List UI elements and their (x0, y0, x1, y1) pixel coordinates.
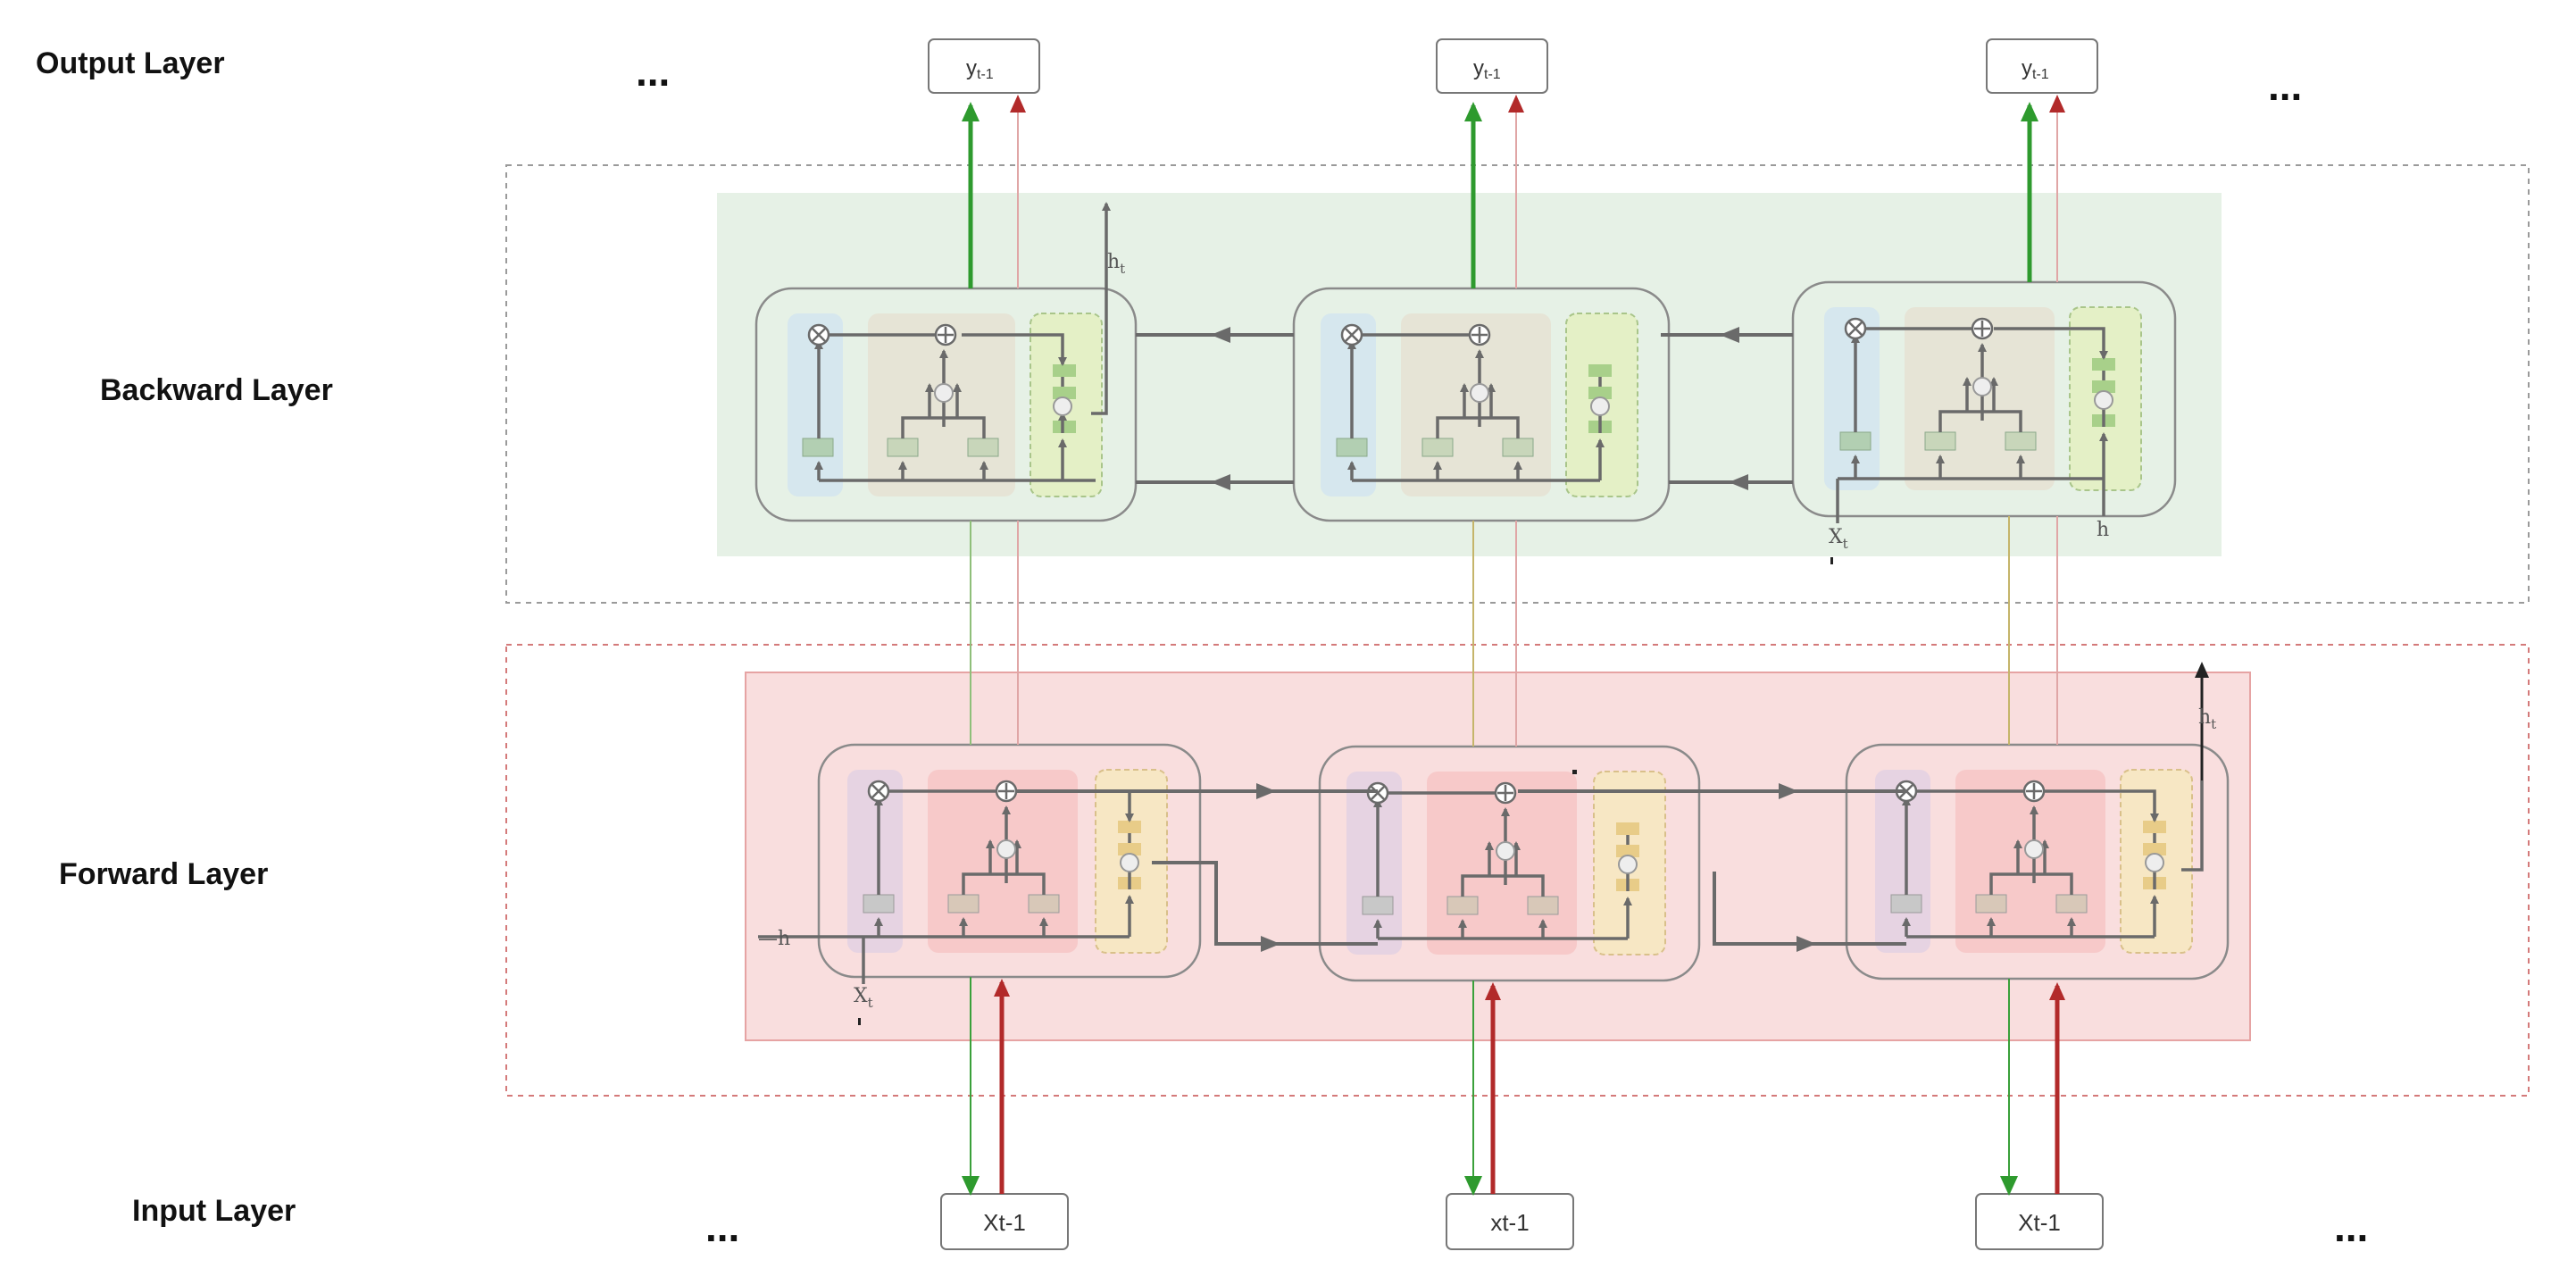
svg-text:yt-1: yt-1 (2022, 56, 2049, 82)
forward-layer-label: Forward Layer (59, 857, 268, 891)
forward-cell-2 (1318, 745, 1716, 982)
svg-text:Xt-1: Xt-1 (983, 1209, 1026, 1236)
svg-text:yt-1: yt-1 (966, 56, 994, 82)
backward-xt-label: Xt (1829, 526, 1848, 552)
backward-cell-3 (1791, 280, 2177, 523)
forward-layer-frame (505, 644, 2530, 1097)
backward-layer-label: Backward Layer (100, 373, 333, 407)
forward-ht-label: ht (2198, 706, 2216, 732)
forward-cell-3 (1845, 743, 2230, 980)
backward-connections (1136, 327, 1793, 490)
forward-connections (1017, 783, 1906, 952)
green-flow-arrows (962, 102, 2038, 1196)
backward-cell-1 (754, 202, 1138, 522)
input-node-3: Xt-1 (1975, 1193, 2104, 1250)
output-ellipsis-left: ... (636, 48, 670, 95)
svg-text:xt-1: xt-1 (1490, 1209, 1529, 1236)
backward-cell-2 (1292, 287, 1671, 522)
output-ellipsis-right: ... (2268, 63, 2302, 109)
input-ellipsis-right: ... (2334, 1204, 2368, 1250)
red-flow-arrows (994, 95, 2065, 1194)
output-layer-label: Output Layer (36, 46, 225, 80)
input-node-2: xt-1 (1446, 1193, 1574, 1250)
svg-text:yt-1: yt-1 (1473, 56, 1501, 82)
output-node-2: yt-1 (1436, 38, 1548, 94)
output-node-3: yt-1 (1986, 38, 2098, 94)
backward-ht-label: ht (1107, 251, 1125, 277)
input-ellipsis-left: ... (705, 1204, 739, 1250)
svg-text:Xt-1: Xt-1 (2018, 1209, 2061, 1236)
input-layer-label: Input Layer (132, 1194, 296, 1228)
input-node-1: Xt-1 (940, 1193, 1069, 1250)
output-node-1: yt-1 (928, 38, 1040, 94)
backward-layer-frame (505, 164, 2530, 604)
backward-h-label: h (2097, 519, 2109, 541)
forward-cell-1 (758, 743, 1202, 984)
forward-xt-label: Xt (854, 985, 873, 1011)
forward-h-label: —h (758, 928, 790, 950)
